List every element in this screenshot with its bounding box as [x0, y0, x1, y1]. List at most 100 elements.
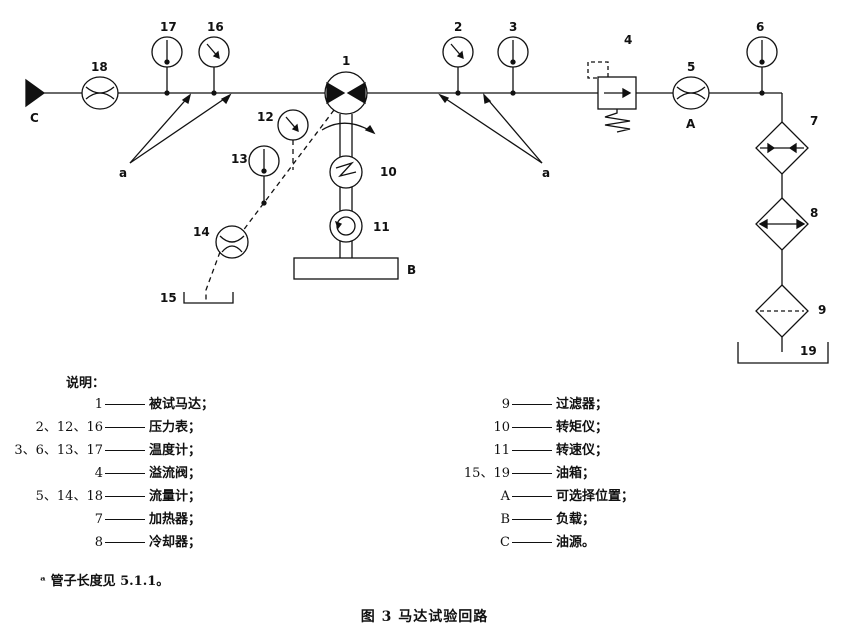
label-2: 2 — [454, 20, 462, 34]
flow-meter-14 — [215, 225, 249, 259]
legend-value: 转矩仪； — [556, 420, 609, 435]
legend-value: 油箱； — [556, 466, 596, 481]
legend-key: B — [500, 512, 510, 527]
legend-row-left-6: 8 冷却器； — [95, 531, 214, 554]
legend-right-column: 9 过滤器； 10 转矩仪； 11 转速仪； 15、19 油箱； A 可选择位置； B 负载； C 油源。 — [464, 393, 635, 554]
legend-key: 11 — [493, 443, 510, 458]
label-7: 7 — [810, 114, 818, 128]
legend-dash — [512, 450, 552, 451]
legend-left-column: 1 被试马达； 2、12、16 压力表； 3、6、13、17 温度计； 4 溢流阀； 5、14、… — [14, 393, 215, 554]
legend-row-right-3: 15、19 油箱； — [464, 462, 634, 485]
legend-dash — [512, 473, 552, 474]
legend-row-right-0: 9 过滤器； — [502, 393, 634, 416]
legend-dash — [512, 404, 552, 405]
oil-source-c — [25, 78, 46, 108]
legend-row-right-4: A 可选择位置； — [501, 485, 635, 508]
torque-meter-10 — [329, 155, 363, 189]
label-19: 19 — [800, 344, 817, 358]
label-13: 13 — [231, 152, 248, 166]
speed-meter-11 — [329, 209, 363, 243]
legend-key: 10 — [493, 420, 510, 435]
heater-7 — [755, 121, 809, 175]
footnote: ᵃ 管子长度见 5.1.1。 — [40, 574, 170, 589]
legend-row-left-3: 4 溢流阀； — [95, 462, 214, 485]
legend-key: 3、6、13、17 — [14, 443, 103, 458]
label-18: 18 — [91, 60, 108, 74]
legend-row-left-5: 7 加热器； — [95, 508, 214, 531]
relief-valve-4 — [587, 61, 637, 133]
legend-value: 油源。 — [556, 535, 596, 550]
legend-value: 转速仪； — [556, 443, 609, 458]
motor-under-test-1 — [324, 71, 368, 115]
label-16: 16 — [207, 20, 224, 34]
label-8: 8 — [810, 206, 818, 220]
drain-line — [205, 109, 335, 300]
legend-value: 被试马达； — [149, 397, 215, 412]
legend-key: 8 — [94, 535, 103, 550]
filter-9 — [755, 284, 809, 338]
label-10: 10 — [380, 165, 397, 179]
legend-value: 加热器； — [149, 512, 202, 527]
legend-dash — [105, 519, 145, 520]
legend-dash — [105, 473, 145, 474]
legend-dash — [512, 519, 552, 520]
label-1: 1 — [342, 54, 350, 68]
legend-dash — [105, 542, 145, 543]
label-b: B — [407, 263, 416, 277]
figure-caption: 图 3 马达试验回路 — [360, 609, 489, 625]
legend-key: 2、12、16 — [35, 420, 103, 435]
legend-key: 1 — [94, 397, 103, 412]
legend-key: C — [500, 535, 510, 550]
load-b — [293, 257, 399, 280]
tank-19 — [737, 342, 829, 364]
legend-key: A — [500, 489, 510, 504]
tank-15 — [183, 292, 234, 304]
legend-dash — [105, 427, 145, 428]
legend-key: 7 — [94, 512, 103, 527]
legend-dash — [512, 427, 552, 428]
label-9: 9 — [818, 303, 826, 317]
legend-row-right-5: B 负载； — [500, 508, 634, 531]
cooler-8 — [755, 197, 809, 251]
legend-key: 9 — [501, 397, 510, 412]
label-a-right: a — [542, 166, 550, 180]
legend-dash — [512, 496, 552, 497]
legend-key: 15、19 — [463, 466, 510, 481]
legend-row-left-1: 2、12、16 压力表； — [36, 416, 214, 439]
label-a-left: a — [119, 166, 127, 180]
legend-dash — [105, 404, 145, 405]
legend-row-right-2: 11 转速仪； — [493, 439, 634, 462]
legend-row-left-4: 5、14、18 流量计； — [36, 485, 214, 508]
legend-row-right-6: C 油源。 — [500, 531, 634, 554]
legend-dash — [105, 450, 145, 451]
legend-title: 说明： — [66, 376, 106, 391]
label-a-position: A — [686, 117, 696, 131]
legend-dash — [105, 496, 145, 497]
label-3: 3 — [509, 20, 517, 34]
label-11: 11 — [373, 220, 390, 234]
legend-value: 溢流阀； — [149, 466, 202, 481]
label-17: 17 — [160, 20, 177, 34]
label-6: 6 — [756, 20, 764, 34]
label-14: 14 — [193, 225, 210, 239]
legend-value: 压力表； — [149, 420, 202, 435]
label-12: 12 — [257, 110, 274, 124]
legend-value: 温度计； — [149, 443, 202, 458]
legend-dash — [512, 542, 552, 543]
label-4: 4 — [624, 33, 632, 47]
hydraulic-circuit-diagram: C 18 17 16 a 1 10 — [25, 20, 829, 364]
label-5: 5 — [687, 60, 695, 74]
flow-meter-5 — [672, 76, 710, 110]
legend-row-right-1: 10 转矩仪； — [493, 416, 634, 439]
legend-key: 5、14、18 — [35, 489, 103, 504]
label-c: C — [30, 111, 39, 125]
legend-value: 负载； — [556, 512, 596, 527]
legend-value: 可选择位置； — [556, 489, 635, 504]
legend-value: 过滤器； — [556, 397, 609, 412]
legend-row-left-0: 1 被试马达； — [95, 393, 215, 416]
flow-meter-18 — [81, 76, 119, 110]
legend-key: 4 — [94, 466, 103, 481]
legend-value: 冷却器； — [149, 535, 202, 550]
label-15: 15 — [160, 291, 177, 305]
legend-value: 流量计； — [149, 489, 202, 504]
